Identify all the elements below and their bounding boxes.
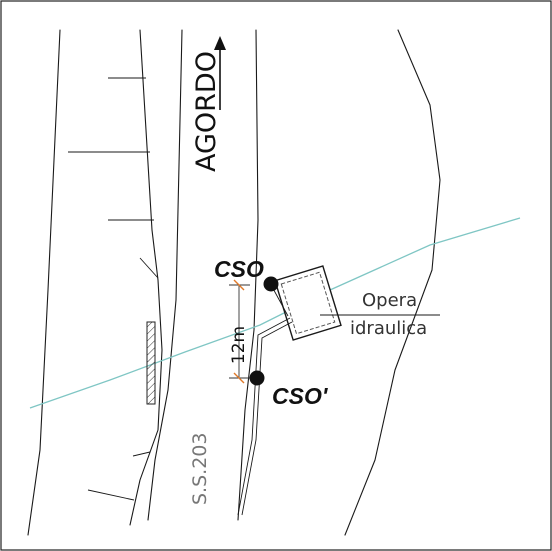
direction-label: AGORDO <box>191 51 222 172</box>
north-arrow-icon <box>214 36 226 110</box>
hydraulic-structure <box>274 265 342 341</box>
station-cso-marker <box>263 276 279 292</box>
station-cso-prime-marker <box>249 370 265 386</box>
terrain-lines-right <box>344 29 441 536</box>
structure-label-line2: idraulica <box>350 318 427 339</box>
watercourse-line <box>29 217 521 409</box>
road-label: S.S.203 <box>189 433 211 505</box>
road-ss203 <box>147 29 259 521</box>
station-cso-prime-label: CSO' <box>272 383 329 409</box>
hatched-wall <box>146 321 156 405</box>
dimension-line <box>229 279 250 384</box>
structure-label-line1: Opera <box>362 290 417 311</box>
terrain-lines-left <box>27 29 163 536</box>
distance-label: 12m <box>229 326 249 364</box>
station-cso-label: CSO <box>214 256 264 282</box>
